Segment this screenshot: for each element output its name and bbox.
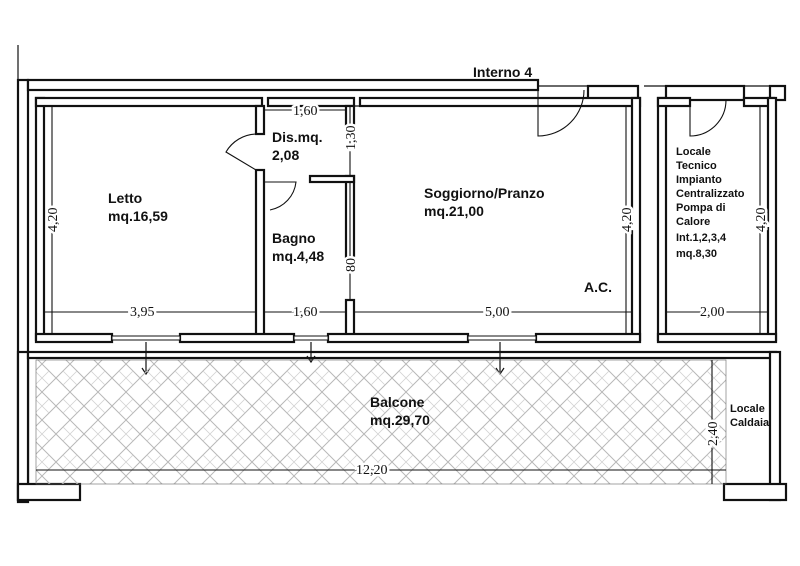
svg-text:Tecnico: Tecnico bbox=[676, 160, 717, 172]
dim-tecnico-width: 2,00 bbox=[700, 305, 725, 320]
dim-bagno-height: 80 bbox=[344, 258, 359, 272]
letto-area: mq.16,59 bbox=[108, 208, 168, 224]
svg-text:Impianto: Impianto bbox=[676, 174, 722, 186]
balcony-doors bbox=[111, 335, 537, 376]
door-swings bbox=[225, 89, 727, 211]
unit-label: Interno 4 bbox=[473, 64, 532, 80]
dim-tecnico-height: 4,20 bbox=[754, 208, 769, 233]
locale-caldaia-label: Locale Caldaia bbox=[730, 403, 770, 429]
soggiorno-name: Soggiorno/Pranzo bbox=[424, 185, 545, 201]
balcony-floor bbox=[36, 360, 726, 484]
bagno-name: Bagno bbox=[272, 230, 316, 246]
bagno-area: mq.4,48 bbox=[272, 248, 324, 264]
dim-balcone-height: 2,40 bbox=[706, 422, 721, 447]
dim-letto-width: 3,95 bbox=[130, 305, 155, 320]
soggiorno-area: mq.21,00 bbox=[424, 203, 484, 219]
svg-text:Locale: Locale bbox=[676, 146, 711, 158]
balcone-name: Balcone bbox=[370, 394, 425, 410]
svg-text:Centralizzato: Centralizzato bbox=[676, 188, 745, 200]
dim-letto-height: 4,20 bbox=[46, 208, 61, 233]
letto-name: Letto bbox=[108, 190, 142, 206]
dis-area: 2,08 bbox=[272, 147, 299, 163]
dim-bagno-width: 1,60 bbox=[293, 305, 318, 320]
svg-text:Locale: Locale bbox=[730, 403, 765, 415]
locale-tecnico-label: Locale Tecnico Impianto Centralizzato Po… bbox=[676, 146, 745, 260]
svg-text:Calore: Calore bbox=[676, 216, 710, 228]
svg-text:Caldaia: Caldaia bbox=[730, 417, 770, 429]
ac-label: A.C. bbox=[584, 279, 612, 295]
dim-soggiorno-width: 5,00 bbox=[485, 305, 510, 320]
balcone-area: mq.29,70 bbox=[370, 412, 430, 428]
dim-soggiorno-height: 4,20 bbox=[620, 208, 635, 233]
svg-text:Int.1,2,3,4: Int.1,2,3,4 bbox=[676, 232, 727, 244]
svg-text:Pompa di: Pompa di bbox=[676, 202, 726, 214]
dimension-lines bbox=[36, 106, 768, 484]
dim-dis-width: 1,60 bbox=[293, 104, 318, 119]
svg-text:mq.8,30: mq.8,30 bbox=[676, 248, 717, 260]
dim-dis-height: 1,30 bbox=[344, 126, 359, 151]
dim-balcone-width: 12,20 bbox=[356, 463, 388, 478]
dis-name: Dis.mq. bbox=[272, 129, 323, 145]
